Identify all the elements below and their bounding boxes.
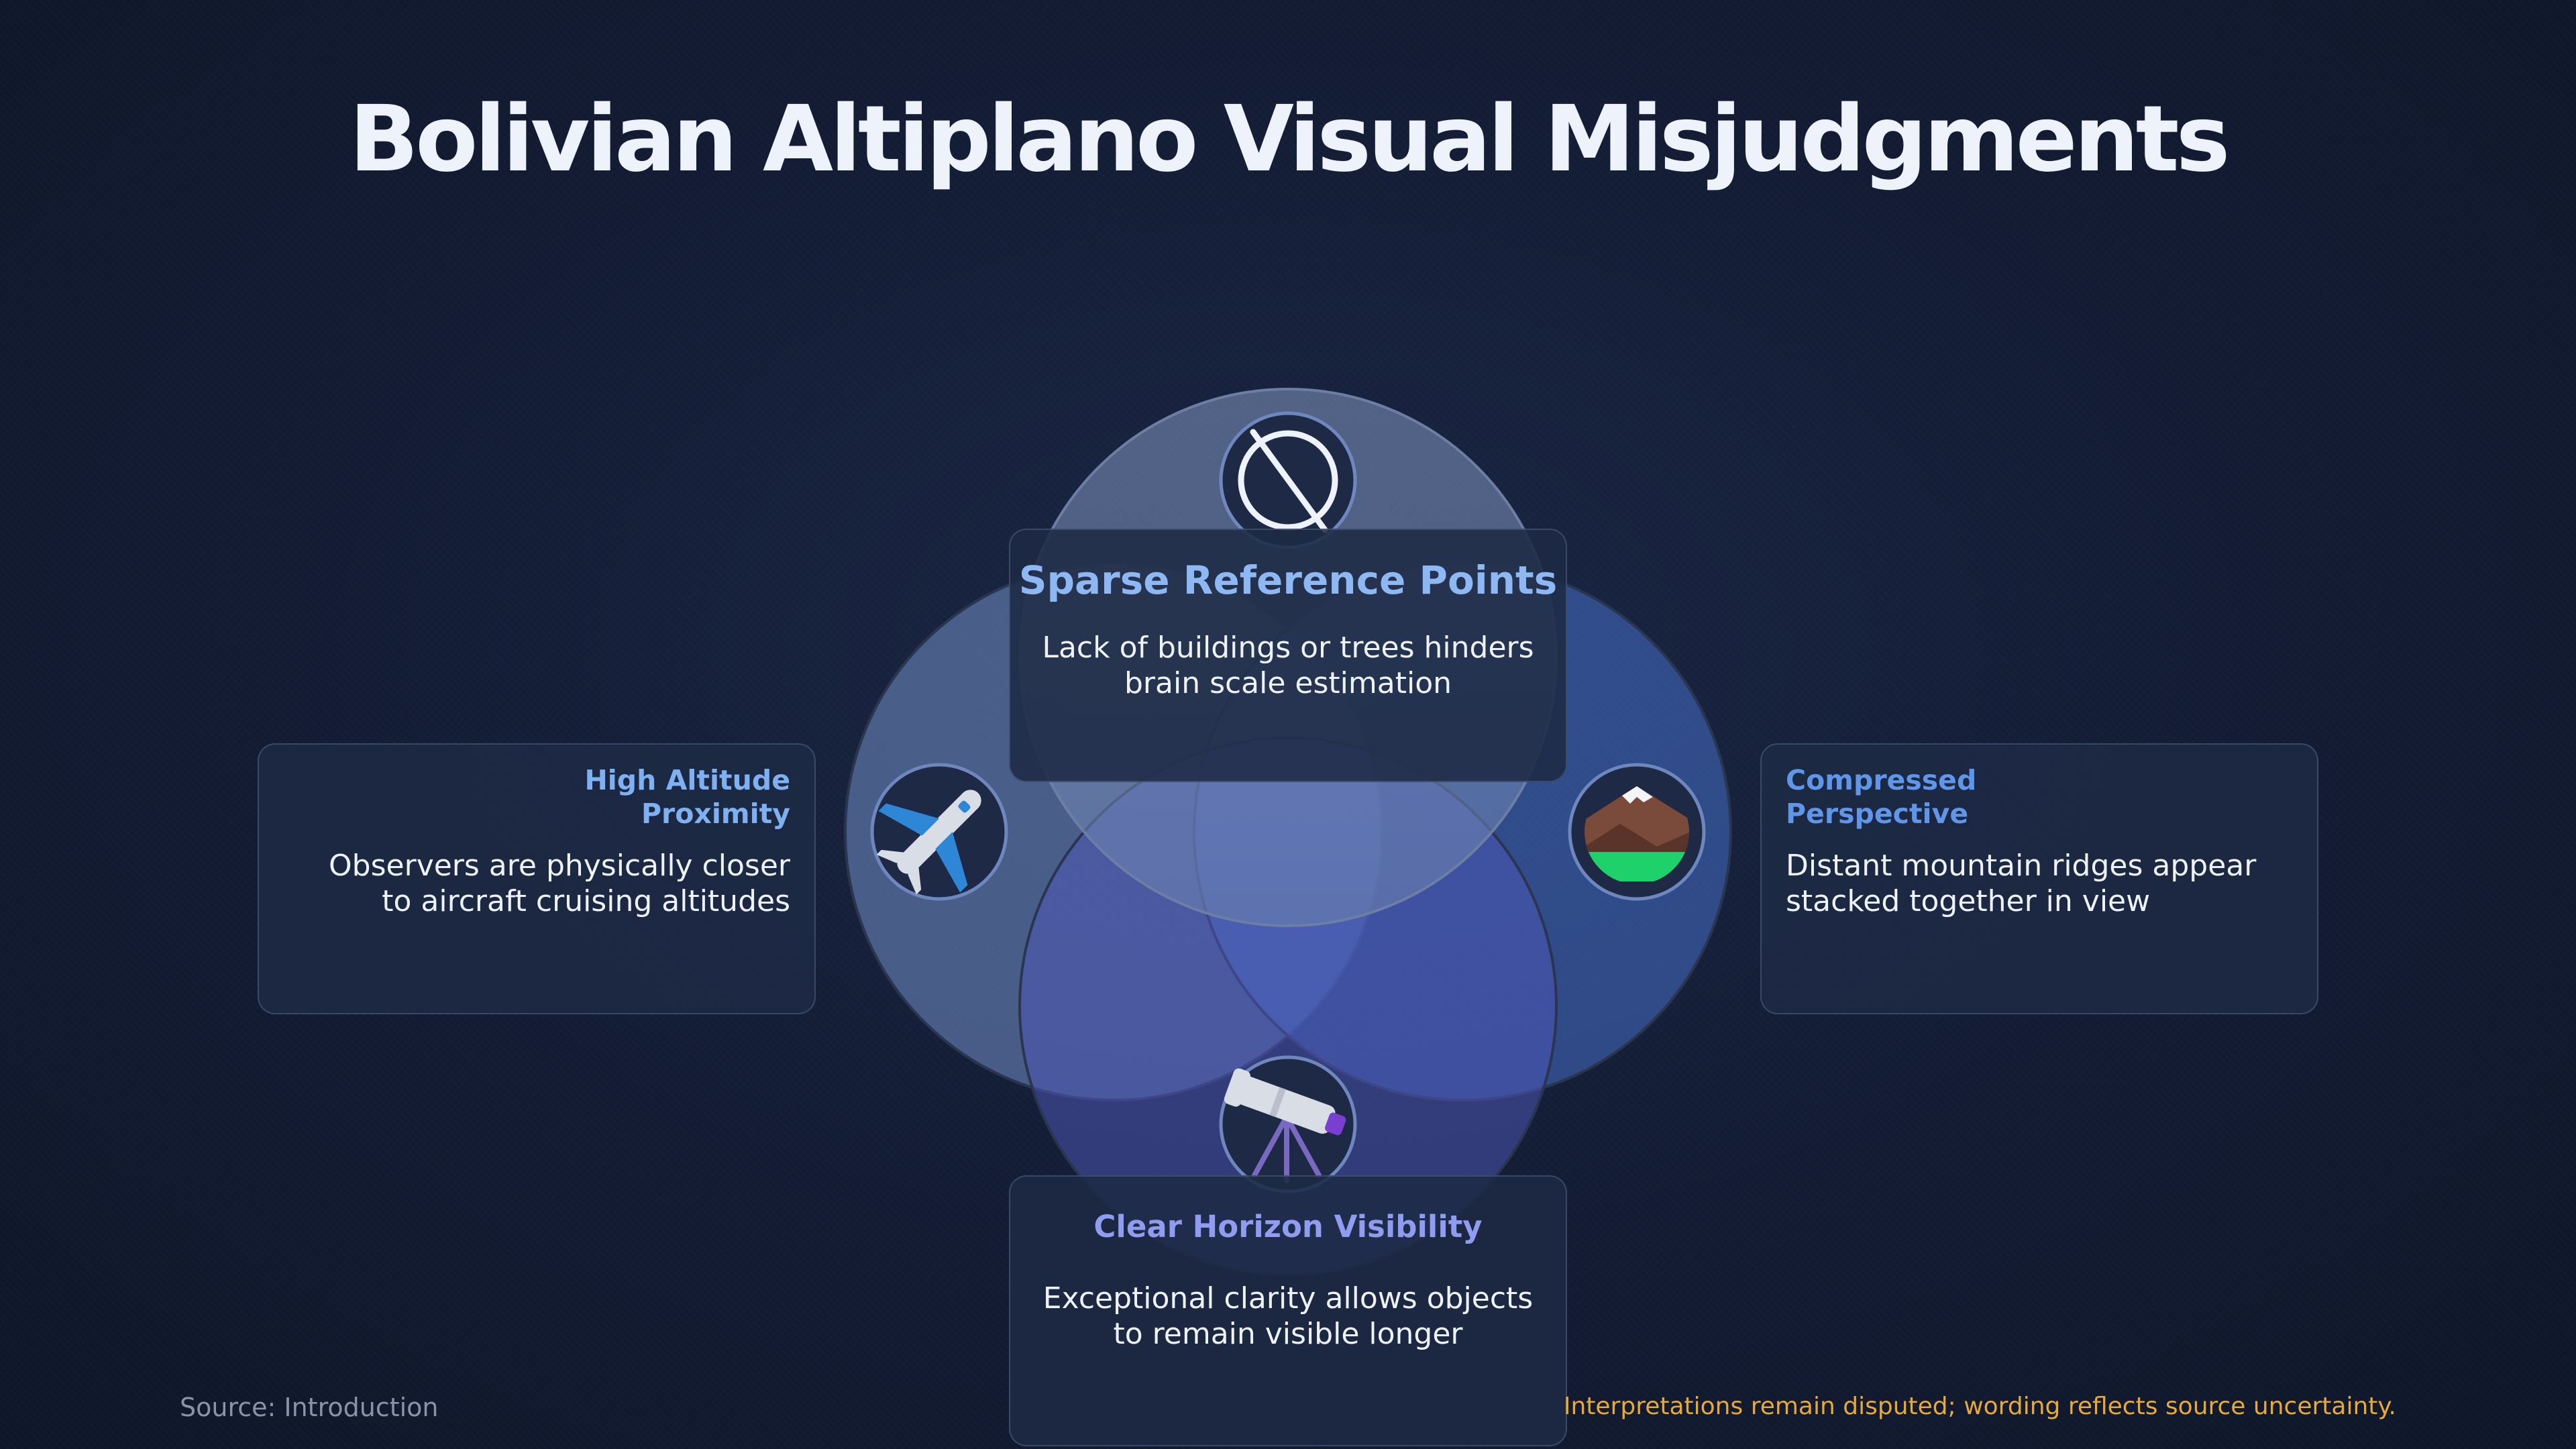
card-heading: Sparse Reference Points [1018, 557, 1558, 603]
source-note: Source: Introduction [180, 1393, 439, 1422]
page-title: Bolivian Altiplano Visual Misjudgments [349, 87, 2230, 193]
card-body: Exceptional clarity allows objects to re… [1010, 1246, 1566, 1352]
airplane-icon [870, 763, 1008, 901]
card-body-line: brain scale estimation [1124, 665, 1452, 700]
mountain-icon [1568, 763, 1706, 901]
no-symbol-icon [1219, 411, 1357, 549]
card-heading-line: Proximity [641, 798, 790, 830]
card-sparse-reference-points: Sparse Reference Points Lack of building… [1009, 529, 1567, 782]
card-body-line: to aircraft cruising altitudes [382, 884, 790, 919]
card-high-altitude-proximity: High Altitude Proximity Observers are ph… [258, 743, 816, 1014]
card-body-line: Lack of buildings or trees hinders [1042, 630, 1534, 665]
card-clear-horizon-visibility: Clear Horizon Visibility Exceptional cla… [1009, 1175, 1567, 1446]
telescope-icon [1219, 1055, 1357, 1193]
card-body-line: stacked together in view [1786, 884, 2151, 919]
card-heading-line: Perspective [1786, 798, 1969, 830]
card-body-line: to remain visible longer [1113, 1316, 1463, 1351]
card-heading-line: Compressed [1786, 764, 1977, 796]
card-body: Observers are physically closer to aircr… [259, 830, 790, 919]
card-heading: Clear Horizon Visibility [1093, 1209, 1483, 1244]
card-body: Lack of buildings or trees hinders brain… [1010, 604, 1566, 701]
card-body-line: Exceptional clarity allows objects [1042, 1281, 1534, 1316]
card-heading-line: High Altitude [584, 764, 790, 796]
card-body-line: Distant mountain ridges appear [1786, 849, 2257, 883]
card-heading: Compressed Perspective [1786, 745, 2317, 830]
card-body: Distant mountain ridges appear stacked t… [1786, 830, 2317, 919]
card-compressed-perspective: Compressed Perspective Distant mountain … [1760, 743, 2318, 1014]
card-body-line: Observers are physically closer [329, 849, 790, 883]
disclaimer-note: Interpretations remain disputed; wording… [1563, 1393, 2396, 1420]
card-heading: High Altitude Proximity [259, 745, 790, 830]
